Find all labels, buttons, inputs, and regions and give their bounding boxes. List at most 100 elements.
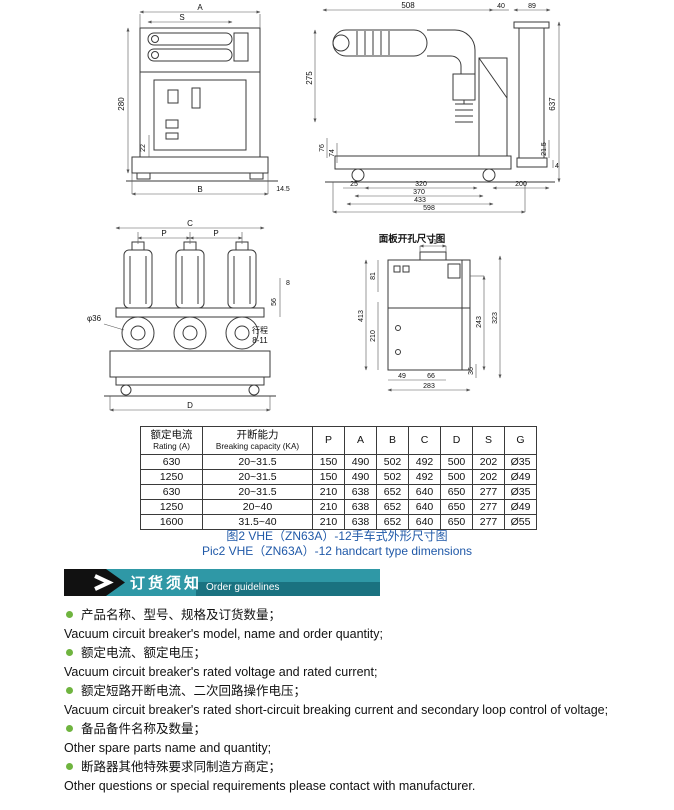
order-item-cn-line: 额定短路开断电流、二次回路操作电压； bbox=[64, 682, 612, 701]
cell: 630 bbox=[140, 454, 203, 470]
order-item-cn: 产品名称、型号、规格及订货数量； bbox=[81, 608, 282, 622]
table-row: 1250 20~31.5 150 490 502 492 500 202 Ø49 bbox=[140, 469, 537, 485]
panel-cutout-title: 面板开孔尺寸图 bbox=[379, 233, 446, 245]
cell: 650 bbox=[440, 484, 473, 500]
banner-graphic bbox=[64, 569, 380, 596]
front-view-dimensions: A S 280 22 B 14.5 bbox=[117, 3, 290, 196]
dim-label-323: 323 bbox=[492, 312, 499, 324]
cell: Ø55 bbox=[504, 514, 537, 530]
cell: 652 bbox=[376, 499, 409, 515]
order-item-en: Vacuum circuit breaker's rated voltage a… bbox=[64, 665, 378, 679]
dim-label-4: 4 bbox=[555, 163, 559, 170]
cell: 640 bbox=[408, 499, 441, 515]
order-item-en: Vacuum circuit breaker's rated short-cir… bbox=[64, 703, 609, 717]
front-view-body bbox=[126, 27, 278, 182]
panel-cutout-body bbox=[387, 251, 471, 371]
order-item-cn-line: 额定电流、额定电压； bbox=[64, 644, 612, 663]
col-header-breaking-cn: 开断能力 bbox=[236, 429, 279, 442]
cell: 630 bbox=[140, 484, 203, 500]
table-header-row: 额定电流 Rating (A) 开断能力 Breaking capacity (… bbox=[140, 426, 537, 455]
col-header-a: A bbox=[344, 426, 377, 455]
dim-label-49: 49 bbox=[398, 373, 406, 380]
dim-label-c: C bbox=[187, 220, 193, 228]
front-view-drawing: A S 280 22 B 14.5 bbox=[117, 3, 290, 196]
col-header-rating-cn: 额定电流 bbox=[150, 429, 193, 442]
dim-label-b: B bbox=[197, 185, 202, 194]
cell: Ø35 bbox=[504, 454, 537, 470]
dim-label-275: 275 bbox=[305, 71, 314, 85]
dim-label-637: 637 bbox=[548, 97, 557, 111]
order-item-en: Vacuum circuit breaker's model, name and… bbox=[64, 627, 383, 641]
bullet-icon bbox=[66, 725, 73, 732]
col-header-s: S bbox=[472, 426, 505, 455]
cell: 150 bbox=[312, 454, 345, 470]
cell: 500 bbox=[440, 469, 473, 485]
side-view-drawing: 508 40 89 275 637 76 74 21.5 4 25 320 20… bbox=[305, 1, 561, 214]
cell: 277 bbox=[472, 514, 505, 530]
order-item-en: Other spare parts name and quantity; bbox=[64, 741, 272, 755]
dim-label-81: 81 bbox=[370, 272, 377, 280]
order-item-cn-line: 产品名称、型号、规格及订货数量； bbox=[64, 606, 612, 625]
cell: 31.5~40 bbox=[202, 514, 313, 530]
col-header-b: B bbox=[376, 426, 409, 455]
col-header-c: C bbox=[408, 426, 441, 455]
cell: 20~40 bbox=[202, 499, 313, 515]
order-item: 备品备件名称及数量； Other spare parts name and qu… bbox=[64, 720, 612, 758]
cell: 650 bbox=[440, 499, 473, 515]
cell: 500 bbox=[440, 454, 473, 470]
cell: 652 bbox=[376, 514, 409, 530]
cell: 1250 bbox=[140, 469, 203, 485]
dim-label-d: D bbox=[187, 401, 193, 410]
cell: 1600 bbox=[140, 514, 203, 530]
order-title-cn: 订货须知 bbox=[130, 575, 203, 592]
dim-label-89: 89 bbox=[528, 3, 536, 10]
dim-label-283: 283 bbox=[423, 383, 435, 390]
order-item: 额定短路开断电流、二次回路操作电压； Vacuum circuit breake… bbox=[64, 682, 612, 720]
dim-label-210: 210 bbox=[370, 330, 377, 342]
cell: 638 bbox=[344, 484, 377, 500]
cell: 652 bbox=[376, 484, 409, 500]
banner-chevron-icon bbox=[94, 574, 114, 591]
dim-label-56: 56 bbox=[271, 298, 278, 306]
dim-label-433: 433 bbox=[414, 197, 426, 204]
order-guidelines-banner: 订货须知 Order guidelines bbox=[64, 569, 380, 596]
order-item-cn-line: 备品备件名称及数量； bbox=[64, 720, 612, 739]
bullet-icon bbox=[66, 763, 73, 770]
order-item: 断路器其他特殊要求同制造方商定； Other questions or spec… bbox=[64, 758, 612, 796]
order-item-cn: 断路器其他特殊要求同制造方商定； bbox=[81, 760, 282, 774]
col-header-rating-en: Rating (A) bbox=[153, 441, 190, 451]
order-item-en: Other questions or special requirements … bbox=[64, 779, 476, 793]
cell: 640 bbox=[408, 484, 441, 500]
cell: 210 bbox=[312, 499, 345, 515]
dim-label-a: A bbox=[197, 3, 203, 12]
dim-label-8: 8 bbox=[286, 280, 290, 287]
cell: 210 bbox=[312, 514, 345, 530]
dim-label-200: 200 bbox=[515, 181, 527, 188]
panel-cutout-drawing: 面板开孔尺寸图 51 81 413 210 243 323 4 bbox=[358, 233, 502, 392]
dim-label-22: 22 bbox=[140, 144, 147, 152]
dim-label-508: 508 bbox=[401, 1, 415, 10]
table-row: 630 20~31.5 210 638 652 640 650 277 Ø35 bbox=[140, 484, 537, 500]
cell: 150 bbox=[312, 469, 345, 485]
dimensions-table: 额定电流 Rating (A) 开断能力 Breaking capacity (… bbox=[140, 426, 537, 530]
dim-label-320: 320 bbox=[415, 181, 427, 188]
dim-label-40: 40 bbox=[497, 3, 505, 10]
dim-label-51: 51 bbox=[429, 239, 437, 246]
figure-caption-en: Pic2 VHE（ZN63A）-12 handcart type dimensi… bbox=[201, 544, 473, 558]
cell: 277 bbox=[472, 499, 505, 515]
dim-label-76: 76 bbox=[319, 144, 326, 152]
dim-label-598: 598 bbox=[423, 205, 435, 212]
dim-label-74: 74 bbox=[329, 149, 336, 157]
banner-arrow-icon bbox=[64, 569, 125, 596]
dim-label-370: 370 bbox=[413, 189, 425, 196]
side-view-dimensions: 508 40 89 275 637 76 74 21.5 4 25 320 20… bbox=[305, 1, 561, 214]
cell: 502 bbox=[376, 469, 409, 485]
dim-label-p1: P bbox=[161, 229, 166, 238]
dim-label-413: 413 bbox=[358, 310, 365, 322]
dim-label-p2: P bbox=[213, 229, 218, 238]
col-header-breaking-en: Breaking capacity (KA) bbox=[215, 441, 300, 451]
table-row: 1600 31.5~40 210 638 652 640 650 277 Ø55 bbox=[140, 514, 537, 530]
cell: 277 bbox=[472, 484, 505, 500]
figure-caption: 图2 VHE（ZN63A）-12手车式外形尺寸图 Pic2 VHE（ZN63A）… bbox=[0, 529, 674, 559]
cell: 492 bbox=[408, 454, 441, 470]
